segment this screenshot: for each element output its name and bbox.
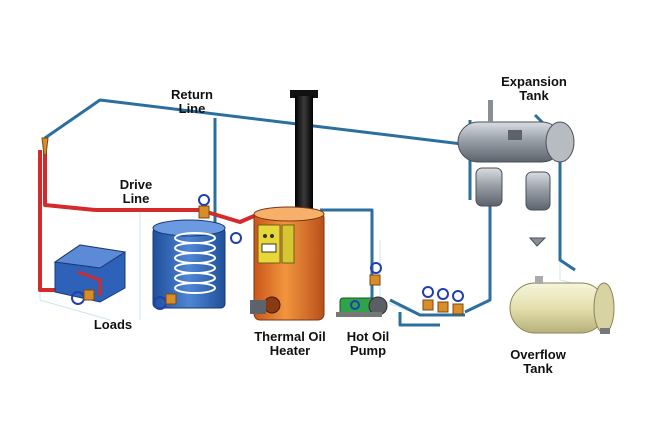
- safety-valve: [41, 137, 49, 156]
- label-thermal-oil-heater: Thermal Oil Heater: [240, 330, 340, 358]
- coil-load-tank: [152, 219, 226, 309]
- label-return-line: Return Line: [162, 88, 222, 116]
- hot-oil-pump: [336, 296, 388, 317]
- label-drive-line-2: Line: [122, 191, 150, 206]
- chimney: [290, 90, 318, 226]
- label-loads-text: Loads: [93, 317, 133, 332]
- label-overflow-tank: Overflow Tank: [500, 348, 576, 376]
- label-drive-line: Drive Line: [108, 178, 164, 206]
- label-loads: Loads: [88, 318, 138, 332]
- label-drive-line-1: Drive: [119, 177, 153, 192]
- label-hot-oil-pump: Hot Oil Pump: [336, 330, 400, 358]
- label-overflow-1: Overflow: [510, 347, 566, 362]
- label-expansion-2: Tank: [519, 88, 549, 103]
- box-load-tank: [53, 244, 127, 303]
- label-pump-1: Hot Oil: [346, 329, 390, 344]
- valves: [71, 194, 464, 310]
- valve-bodies: [83, 205, 464, 315]
- label-overflow-2: Tank: [523, 361, 553, 376]
- expansion-tank: [457, 100, 575, 247]
- overflow-tank: [509, 276, 615, 334]
- label-return-line-1: Return: [171, 87, 213, 102]
- thermal-oil-heater: [250, 206, 325, 321]
- label-expansion-1: Expansion: [501, 74, 567, 89]
- label-pump-2: Pump: [349, 343, 387, 358]
- label-heater-1: Thermal Oil: [254, 329, 326, 344]
- label-expansion-tank: Expansion Tank: [494, 75, 574, 103]
- label-heater-2: Heater: [269, 343, 311, 358]
- label-return-line-2: Line: [178, 101, 206, 116]
